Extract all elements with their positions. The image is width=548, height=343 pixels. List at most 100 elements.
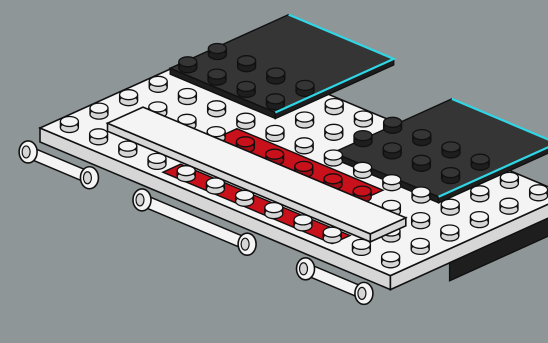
stud [412,213,430,229]
stud-top [470,212,488,222]
stud-top [179,57,197,67]
stud [206,178,224,194]
stud-top [296,80,314,90]
stud [120,90,138,106]
stud-top [266,149,284,159]
stud-top [442,142,460,152]
stud-top [413,130,431,140]
clip-hole-0-0 [22,146,30,158]
stud-top [295,161,313,171]
stud [265,203,283,219]
stud [383,143,401,159]
stud [149,76,167,92]
stud-top [325,99,343,109]
stud [500,172,518,188]
stud-top [354,131,372,141]
stud [354,162,372,178]
stud [208,44,226,60]
stud-top [208,44,226,54]
stud-top [500,198,518,208]
stud [471,186,489,202]
stud-top [90,129,108,139]
stud [412,155,430,171]
clip-hole-1-1 [241,238,249,250]
stud [325,124,343,140]
stud-top [208,69,226,79]
stud [267,68,285,84]
stud-top [441,225,459,235]
stud [442,142,460,158]
stud-top [295,138,313,148]
stud-top [383,175,401,185]
stud-top [60,117,78,127]
stud [177,166,195,182]
stud-top [383,143,401,153]
stud [323,227,341,243]
stud [60,117,78,133]
stud [413,130,431,146]
stud [325,99,343,115]
stud [470,212,488,228]
stud-top [471,154,489,164]
stud-top [471,186,489,196]
stud-top [236,137,254,147]
stud-top [237,113,255,123]
clip-hole-2-0 [300,263,308,275]
stud-top [120,90,138,100]
stud-top [412,213,430,223]
stud [90,103,108,119]
stud-top [325,124,343,134]
stud [411,238,429,254]
stud [383,175,401,191]
stud-top [354,162,372,172]
stud [441,199,459,215]
clip-hole-0-1 [83,172,91,184]
stud [296,80,314,96]
stud [324,150,342,166]
stud [530,185,548,201]
stud [354,131,372,147]
stud [266,125,284,141]
stud [384,117,402,133]
stud [238,56,256,72]
stud-top [412,187,430,197]
stud-top [149,76,167,86]
stud [237,81,255,97]
stud [382,252,400,268]
stud [208,69,226,85]
stud [148,153,166,169]
stud [471,154,489,170]
stud-top [296,112,314,122]
stud-top [266,125,284,135]
stud [208,101,226,117]
stud-top [442,168,460,178]
stud-top [267,68,285,78]
clip-hole-1-0 [136,194,144,206]
stud [354,111,372,127]
stud [295,138,313,154]
stud-top [208,101,226,111]
stud-top [178,89,196,99]
stud [441,225,459,241]
stud-top [411,238,429,248]
clip-hole-2-1 [358,287,366,299]
stud-top [324,150,342,160]
stud [236,190,254,206]
stud [119,141,137,157]
stud [412,187,430,203]
stud-top [384,117,402,127]
stud [266,94,284,110]
stud [294,215,312,231]
stud-top [238,56,256,66]
stud [90,129,108,145]
stud-top [382,252,400,262]
stud-top [237,81,255,91]
stud-top [354,111,372,121]
stud-top [353,186,371,196]
stud [237,113,255,129]
stud-top [412,155,430,165]
stud-top [90,103,108,113]
stud-top [500,172,518,182]
